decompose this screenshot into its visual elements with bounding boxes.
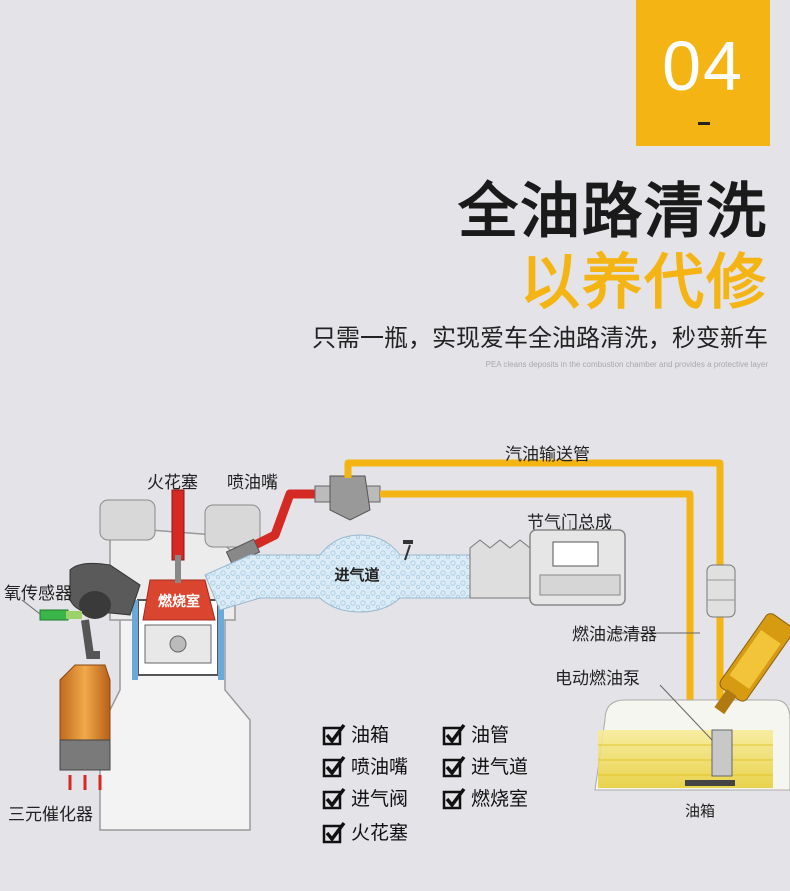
- fuel-pipe-label: 汽油输送管: [505, 445, 590, 465]
- spark-plug-label: 火花塞: [147, 473, 198, 493]
- check-item-label: 进气阀: [351, 788, 409, 810]
- fuel-return-line: [380, 490, 694, 720]
- checkbox-checked-icon: [322, 755, 346, 777]
- check-item: 燃烧室: [442, 784, 528, 811]
- engine-block: [99, 499, 261, 831]
- checkbox-checked-icon: [322, 787, 346, 809]
- pressure-regulator: [314, 475, 381, 521]
- check-item-label: 油管: [471, 724, 510, 746]
- intake-label: 进气道: [334, 566, 379, 584]
- check-item: 油箱: [322, 720, 389, 747]
- fuel-filter: [706, 564, 736, 618]
- headline-accent: 以养代修: [520, 248, 768, 318]
- check-item: 进气阀: [322, 784, 408, 811]
- section-number-badge: 04: [636, 0, 770, 146]
- spark-plug: [171, 489, 185, 583]
- fuel-filter-label: 燃油滤清器: [572, 625, 657, 645]
- check-item: 火花塞: [322, 818, 408, 845]
- injector-label: 喷油嘴: [227, 473, 278, 493]
- section-number: 04: [662, 27, 744, 105]
- english-caption: PEA cleans deposits in the combustion ch…: [485, 360, 768, 369]
- fuel-tank: [594, 699, 790, 791]
- check-item-label: 油箱: [351, 724, 390, 746]
- tank-label: 油箱: [685, 802, 716, 820]
- throttle-label: 节气门总成: [527, 513, 612, 533]
- catalytic-label: 三元催化器: [8, 805, 93, 825]
- check-item-label: 火花塞: [351, 822, 409, 844]
- oxygen-sensor-label: 氧传感器: [4, 584, 72, 604]
- check-item: 进气道: [442, 752, 528, 779]
- headline: 全油路清洗: [458, 177, 768, 247]
- catalytic-converter: [59, 664, 111, 790]
- fuel-pump-label: 电动燃油泵: [555, 669, 640, 689]
- throttle-body: [469, 529, 626, 606]
- additive-bottle: [714, 613, 790, 715]
- check-item: 油管: [442, 720, 509, 747]
- combustion-chamber: 燃烧室: [142, 579, 216, 621]
- checkbox-checked-icon: [442, 723, 466, 745]
- checkbox-checked-icon: [322, 821, 346, 843]
- checkbox-checked-icon: [442, 787, 466, 809]
- checkbox-checked-icon: [322, 723, 346, 745]
- subtitle: 只需一瓶，实现爱车全油路清洗，秒变新车: [312, 324, 768, 352]
- checkbox-checked-icon: [442, 755, 466, 777]
- oxygen-sensor: [39, 609, 82, 621]
- combustion-label: 燃烧室: [158, 593, 200, 610]
- check-item: 喷油嘴: [322, 752, 408, 779]
- badge-dash: [698, 122, 710, 125]
- injector-line: [242, 489, 315, 555]
- check-item-label: 燃烧室: [471, 788, 529, 810]
- fuel-supply-line: [344, 459, 724, 565]
- check-item-label: 喷油嘴: [351, 756, 409, 778]
- check-item-label: 进气道: [471, 756, 529, 778]
